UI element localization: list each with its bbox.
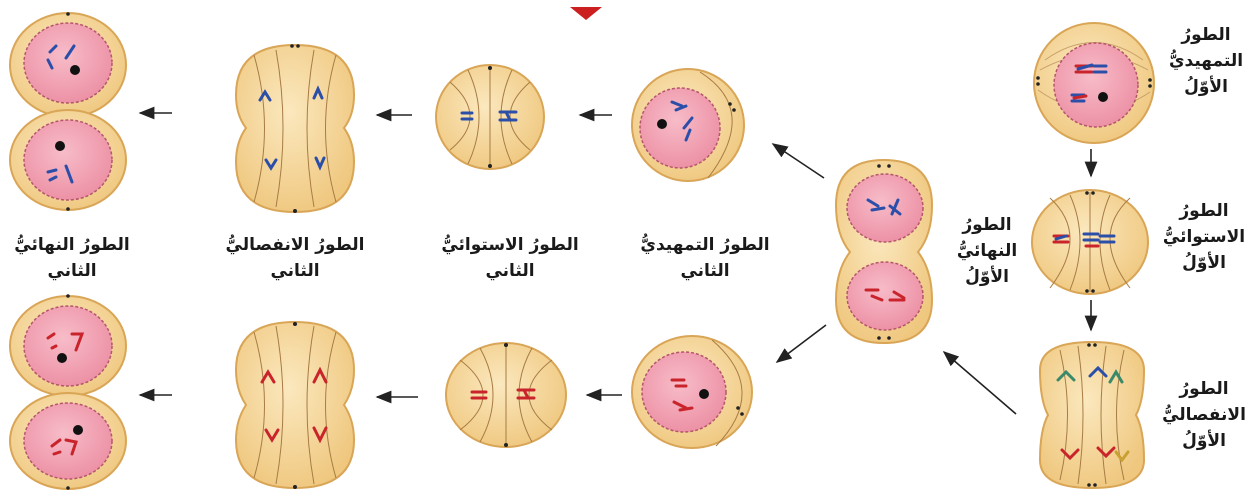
cell-telophase-2-d (9, 392, 127, 490)
arrow-a1-t1 (942, 350, 1017, 415)
cell-anaphase-2-top (234, 43, 356, 214)
label-prophase-2: الطورُ التمهيديُّ الثاني (640, 235, 770, 281)
arrow-t1-p2-bottom (775, 324, 827, 363)
label-anaphase-2: الطورُ الانفصاليُّ الثاني (225, 235, 365, 281)
cell-prophase-2-top (631, 68, 745, 182)
label-telophase-2: الطورُ النهائيُّ الثاني (14, 235, 130, 281)
cell-prophase-1 (1033, 22, 1155, 144)
cell-telophase-1 (834, 158, 934, 345)
cell-metaphase-1 (1031, 189, 1149, 295)
cell-telophase-2-c (9, 294, 127, 397)
label-anaphase-1: الطورُ الانفصاليُّ الأوّلُ (1162, 379, 1246, 451)
cell-prophase-2-bottom (631, 335, 753, 449)
label-metaphase-1: الطورُ الاستوائيُّ الأوّلُ (1162, 201, 1246, 273)
cell-telophase-2-b (9, 109, 127, 211)
cell-telophase-2-a (9, 12, 127, 118)
label-metaphase-2: الطورُ الاستوائيُّ الثاني (441, 235, 579, 281)
arrow-t1-p2-top (771, 143, 825, 179)
label-prophase-1: الطورُ التمهيديُّ الأوّلُ (1168, 25, 1244, 97)
flow-arrows (138, 106, 1098, 415)
cell-anaphase-1 (1038, 340, 1146, 490)
label-telophase-1: الطورُ النهائيُّ الأوّلُ (956, 215, 1018, 287)
cell-anaphase-2-bottom (234, 320, 356, 490)
cell-metaphase-2-top (435, 64, 545, 170)
cell-metaphase-2-bottom (445, 342, 567, 448)
top-marker-icon (570, 7, 602, 20)
